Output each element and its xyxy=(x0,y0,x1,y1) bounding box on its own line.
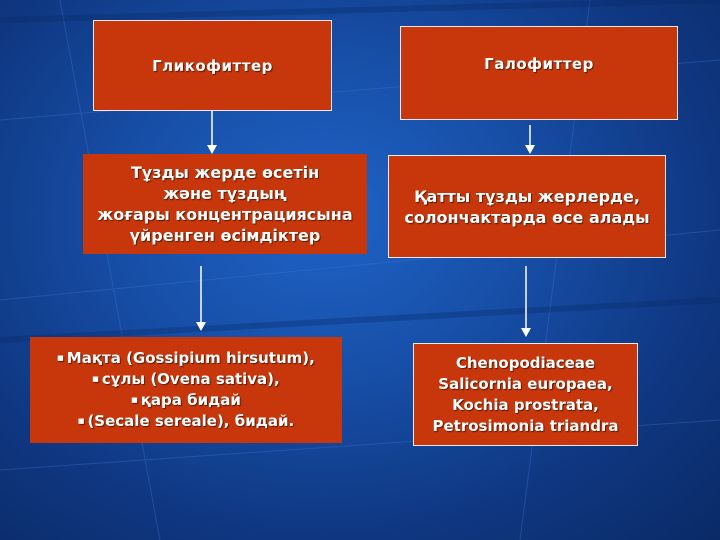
square-bullet-icon: ■ xyxy=(131,396,138,404)
halophytes-example-1: Chenopodiaceae xyxy=(455,353,596,372)
arrow-glycophytes-title-to-description xyxy=(207,111,217,154)
halophytes-example-2: Salicornia europaea, xyxy=(438,374,613,393)
halophytes-title-box: Галофиттер xyxy=(400,26,678,120)
square-bullet-icon: ■ xyxy=(92,375,99,383)
glycophytes-example-3-text: қара бидай xyxy=(140,391,241,409)
glycophytes-example-4-text: (Secale sereale), бидай. xyxy=(87,412,295,430)
glycophytes-description-line-3: жоғары концентрациясына xyxy=(97,205,353,224)
square-bullet-icon: ■ xyxy=(77,417,85,425)
halophytes-example-3: Kochia prostrata, xyxy=(452,395,599,414)
glycophytes-description-line-4: үйренген өсімдіктер xyxy=(129,226,321,245)
glycophytes-description-line-1: Тұзды жерде өсетін xyxy=(130,163,320,182)
halophytes-example-4: Petrosimonia triandra xyxy=(432,416,619,435)
halophytes-description-line-2: солончактарда өсе алады xyxy=(404,207,650,227)
arrow-glycophytes-description-to-examples xyxy=(196,266,206,331)
glycophytes-examples-box: ■Мақта (Gossipium hirsutum), ■сұлы (Oven… xyxy=(30,337,342,443)
glycophytes-example-2: ■сұлы (Ovena sativa), xyxy=(92,369,279,390)
glycophytes-description-line-2: және тұздың xyxy=(163,184,287,203)
arrow-halophytes-description-to-examples xyxy=(521,266,531,337)
square-bullet-icon: ■ xyxy=(57,354,64,362)
glycophytes-example-3: ■қара бидай xyxy=(131,390,241,411)
halophytes-description-box: Қатты тұзды жерлерде, солончактарда өсе … xyxy=(388,155,666,258)
glycophytes-example-2-text: сұлы (Ovena sativa), xyxy=(101,370,280,388)
halophytes-description-line-1: Қатты тұзды жерлерде, xyxy=(414,186,640,206)
arrow-halophytes-title-to-description xyxy=(525,125,535,154)
glycophytes-example-1: ■Мақта (Gossipium hirsutum), xyxy=(57,348,315,369)
glycophytes-example-1-text: Мақта (Gossipium hirsutum), xyxy=(66,349,315,367)
glycophytes-example-4: ■(Secale sereale), бидай. xyxy=(78,411,294,432)
glycophytes-title: Гликофиттер xyxy=(152,56,273,75)
halophytes-examples-box: Chenopodiaceae Salicornia europaea, Koch… xyxy=(413,343,638,446)
halophytes-title: Галофиттер xyxy=(484,55,594,73)
glycophytes-title-box: Гликофиттер xyxy=(93,20,332,111)
glycophytes-description-box: Тұзды жерде өсетін және тұздың жоғары ко… xyxy=(83,154,367,254)
